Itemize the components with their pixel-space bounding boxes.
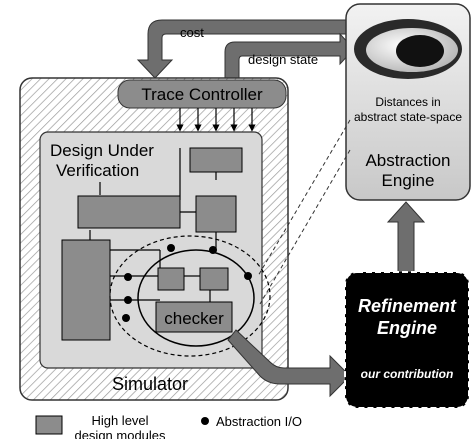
distances-line2: abstract state-space [354, 110, 462, 124]
module-tall [61, 239, 111, 341]
checker-label: checker [164, 309, 224, 328]
refinement-contribution: our contribution [361, 367, 454, 381]
abstraction-boundary-outer [109, 235, 271, 357]
projection-lines [257, 119, 351, 305]
legend-modules-line1: High level [91, 413, 148, 428]
checker-box [155, 301, 233, 333]
simulator-label: Simulator [112, 374, 188, 394]
module-small-a [157, 267, 185, 291]
cost-label: cost [180, 25, 204, 40]
dut-title-line2: Verification [56, 161, 139, 180]
module-top-right [189, 147, 243, 173]
abstraction-title-line1: Abstraction [365, 151, 450, 170]
design-state-label: design state [248, 52, 318, 67]
abstraction-io-dots [122, 244, 252, 322]
cost-arrow [136, 19, 347, 79]
refinement-engine-box [344, 271, 470, 409]
module-wide [77, 195, 181, 229]
legend-module-swatch [35, 415, 63, 435]
state-space-oval-inner [396, 35, 444, 67]
legend-modules-line2: design modules [74, 428, 166, 439]
refinement-title-line1: Refinement [358, 296, 457, 316]
trace-controller-box [117, 79, 287, 109]
legend-abstraction-io: Abstraction I/O [216, 414, 302, 429]
dut-title-line1: Design Under [50, 141, 154, 160]
refinement-to-abstraction-arrow [386, 201, 426, 273]
module-small-b [199, 267, 229, 291]
legend-io-dot [201, 417, 209, 425]
probe-arrows [176, 108, 256, 132]
distances-line1: Distances in [375, 95, 440, 109]
checker-to-refinement-arrow [227, 329, 351, 398]
abstraction-boundary-inner [137, 249, 255, 347]
module-square [195, 195, 237, 233]
refinement-title-line2: Engine [377, 318, 437, 338]
trace-controller-label: Trace Controller [141, 85, 263, 104]
abstraction-title-line2: Engine [382, 171, 435, 190]
